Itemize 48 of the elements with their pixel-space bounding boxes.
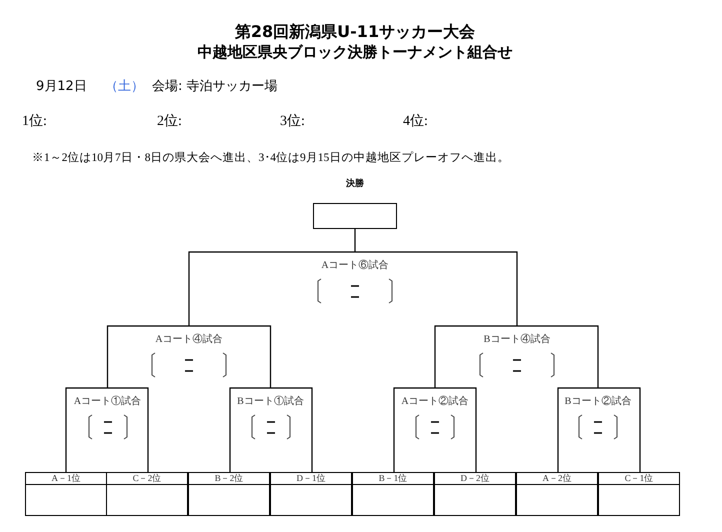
slot-label: B－2位 bbox=[189, 473, 269, 485]
bracket-line bbox=[108, 387, 149, 472]
slot-label: D－1位 bbox=[271, 473, 351, 485]
bracket-line bbox=[557, 387, 598, 472]
slot-label: B－1位 bbox=[353, 473, 433, 485]
bracket-line bbox=[65, 387, 108, 472]
final-heading: 決勝 bbox=[346, 178, 364, 191]
match-label: Aコート④試合 bbox=[155, 334, 223, 346]
bracket-line bbox=[229, 387, 270, 472]
team-slot bbox=[434, 472, 516, 516]
venue-text: 会場: 寺泊サッカー場 bbox=[152, 79, 278, 95]
note-text: ※1～2位は10月7日・8日の県大会へ進出、3･4位は9月15日の中越地区プレーオフへ進出。 bbox=[32, 150, 510, 166]
bracket-line bbox=[393, 387, 435, 472]
match-label: Bコート②試合 bbox=[564, 396, 632, 408]
weekday-text: （土） bbox=[105, 79, 144, 95]
bracket-line bbox=[598, 387, 641, 472]
rank-label: 1位: bbox=[22, 114, 47, 130]
rank-label: 2位: bbox=[157, 114, 182, 130]
slot-label: D－2位 bbox=[435, 473, 515, 485]
bracket-line bbox=[188, 251, 355, 326]
match-label: Bコート④試合 bbox=[484, 334, 550, 346]
bracket-line bbox=[355, 251, 518, 326]
bracket-line bbox=[517, 325, 599, 388]
team-slot bbox=[516, 472, 598, 516]
team-slot bbox=[25, 472, 107, 516]
date-text: 9月12日 bbox=[36, 79, 87, 95]
team-slot bbox=[106, 472, 188, 516]
rank-label: 3位: bbox=[280, 114, 305, 130]
slot-label: C－2位 bbox=[107, 473, 187, 485]
bracket-line bbox=[270, 387, 313, 472]
bracket-line bbox=[435, 387, 477, 472]
title: 第28回新潟県U-11サッカー大会 bbox=[234, 22, 476, 42]
slot-label: A－2位 bbox=[517, 473, 597, 485]
bracket-line bbox=[106, 325, 189, 388]
bracket-line bbox=[434, 325, 517, 388]
match-label: Aコート⑥試合 bbox=[321, 260, 389, 272]
team-slot bbox=[598, 472, 680, 516]
slot-label: C－1位 bbox=[599, 473, 679, 485]
match-label: Bコート①試合 bbox=[237, 396, 304, 408]
rank-label: 4位: bbox=[403, 114, 428, 130]
team-slot bbox=[188, 472, 270, 516]
match-label: Aコート①試合 bbox=[74, 396, 142, 408]
match-label: Aコート②試合 bbox=[401, 396, 469, 408]
bracket-line bbox=[189, 325, 272, 388]
bracket-line bbox=[354, 229, 356, 252]
subtitle: 中越地区県央ブロック決勝トーナメント組合せ bbox=[196, 42, 514, 62]
team-slot bbox=[352, 472, 434, 516]
team-slot bbox=[270, 472, 352, 516]
